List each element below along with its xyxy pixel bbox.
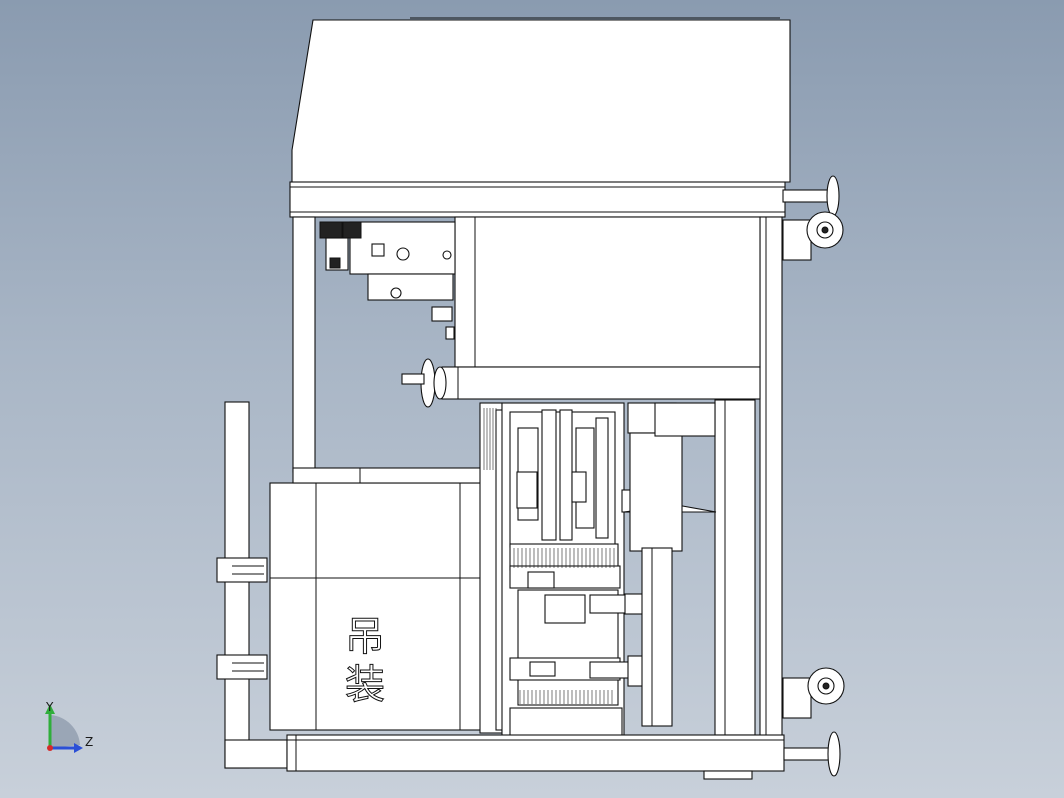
motor-box: 吊 装 (269, 467, 496, 731)
cylinder-assembly (319, 221, 456, 340)
y-axis-label: Y (45, 700, 54, 714)
upper-housing (454, 216, 761, 368)
drawing-stamp-char-2: 装 (345, 662, 385, 708)
y-arrowhead (45, 704, 55, 714)
z-axis-label: Z (85, 735, 93, 749)
upper-cross-beam (289, 181, 786, 218)
base-rail (286, 734, 785, 780)
middle-spindle-bar (401, 358, 761, 408)
top-hood (291, 17, 791, 183)
bottom-right-caster-wheel (782, 667, 845, 719)
left-handle-bar (216, 401, 288, 769)
drawing-stamp-char-1: 吊 (345, 614, 385, 660)
axis-triad: Y Z (45, 700, 93, 753)
triad-origin (47, 745, 53, 751)
top-right-leveling-foot (782, 175, 840, 217)
gear-teeth (483, 408, 615, 704)
top-right-caster-wheel (782, 211, 844, 261)
z-arrowhead (74, 743, 83, 753)
central-mechanism (501, 402, 717, 739)
bottom-right-leveling-foot (783, 731, 841, 777)
